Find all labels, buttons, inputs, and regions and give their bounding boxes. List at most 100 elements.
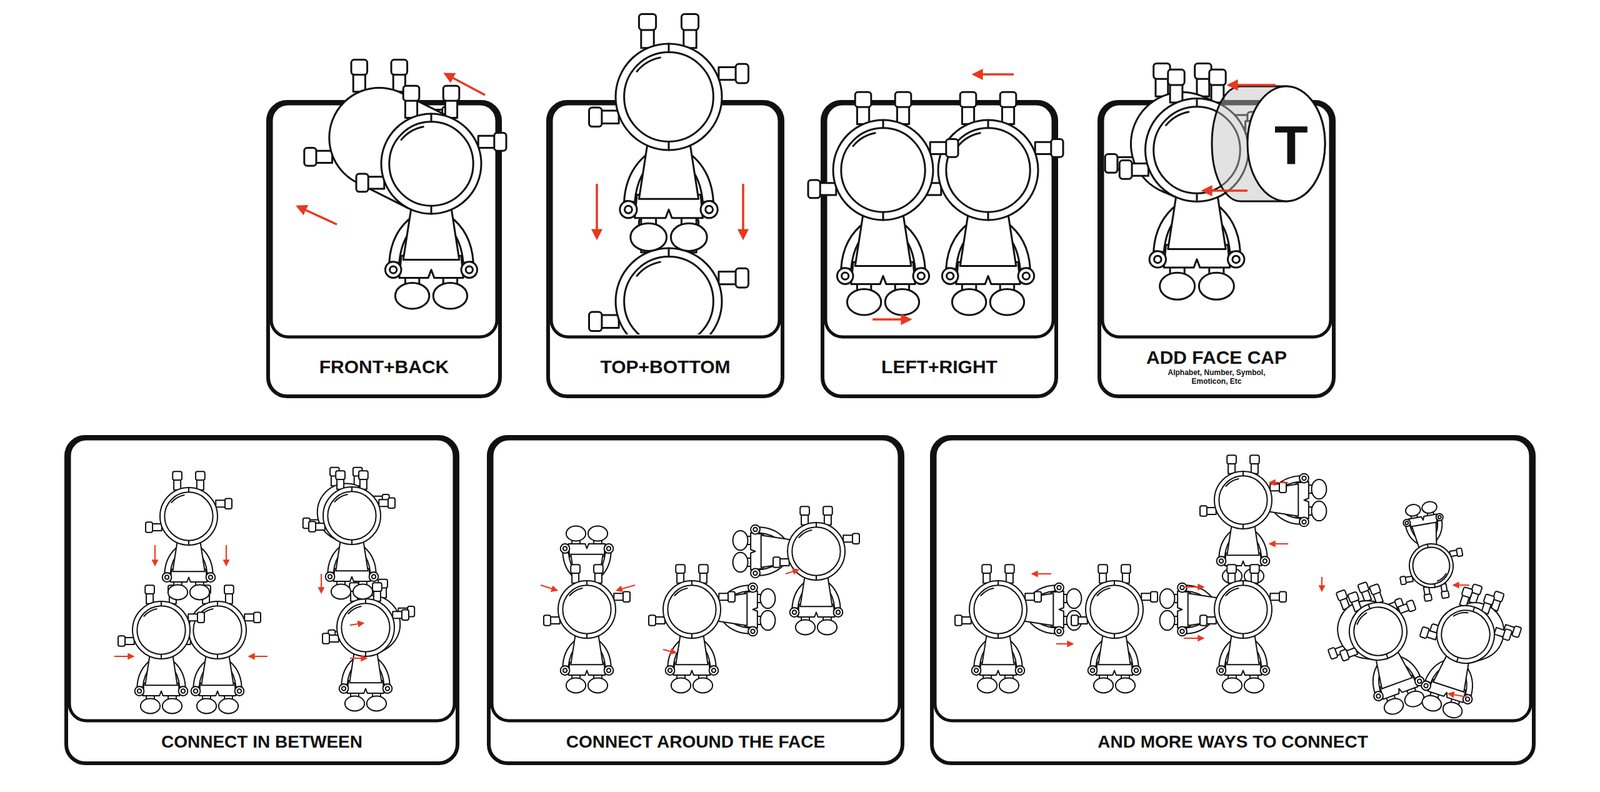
robot-part: [1214, 580, 1272, 639]
robot-figure: [1071, 564, 1158, 693]
robot-part: [381, 113, 482, 214]
robot-part: [1222, 677, 1242, 693]
robot-part: [304, 147, 317, 166]
panel-title: TOP+BOTTOM: [600, 356, 730, 377]
robot-part: [365, 651, 367, 657]
robot-part: [1250, 455, 1260, 464]
robot-part: [543, 615, 551, 626]
robot-part: [401, 609, 409, 620]
robot-part: [1419, 626, 1430, 639]
robot-part: [1420, 680, 1432, 692]
robot-part: [882, 120, 885, 129]
label-band: CONNECT IN BETWEEN: [66, 720, 458, 764]
robot-part: [1188, 593, 1219, 626]
robot-part: [753, 571, 757, 575]
panel-frames: [66, 101, 1534, 764]
robot-part: [624, 52, 714, 142]
robot-figure: [733, 525, 792, 579]
picture-area: [69, 438, 455, 721]
robot-part: [188, 613, 199, 621]
robot-part: [1260, 665, 1270, 675]
robot-part: [160, 487, 218, 545]
robot-part: [930, 141, 947, 154]
robot-part: [443, 85, 460, 101]
drawing-part: [1398, 573, 1530, 730]
robot-part: [351, 540, 353, 545]
robot-part: [681, 13, 699, 30]
panel-frame: [822, 101, 1057, 397]
robot-part: [1177, 626, 1187, 637]
robot-figure: [1310, 568, 1448, 728]
robot-part: [1200, 505, 1207, 517]
robot-part: [808, 180, 820, 199]
label-band: CONNECT AROUND THE FACE: [488, 720, 903, 764]
robot-part: [1311, 501, 1327, 521]
robot-part: [750, 525, 760, 535]
robot-part: [1372, 690, 1385, 702]
robot-part: [322, 633, 330, 644]
robot-figure: [808, 91, 959, 315]
robot-part: [389, 121, 474, 206]
robot-figure: [560, 526, 614, 585]
robot-figure: [589, 13, 749, 251]
red-arrow: [250, 655, 268, 657]
robot-part: [1160, 610, 1175, 630]
robot-part: [550, 616, 560, 624]
robot-part: [334, 494, 347, 502]
robot-part: [951, 288, 986, 315]
red-arrow: [663, 649, 675, 653]
robot-part: [733, 552, 749, 572]
robot-part: [1025, 593, 1035, 600]
drawing-part: [733, 525, 792, 579]
robot-part: [855, 213, 912, 266]
robot-part: [353, 583, 373, 599]
robot-part: [638, 13, 656, 30]
robot-part: [1228, 251, 1245, 268]
robot-part: [615, 43, 722, 150]
robot-part: [563, 668, 567, 672]
robot-part: [1453, 608, 1469, 620]
panel-frame: [66, 436, 458, 764]
robot-part: [1244, 677, 1264, 693]
robot-part: [465, 266, 473, 274]
robot-part: [566, 677, 586, 693]
panel-title: LEFT+RIGHT: [881, 356, 998, 377]
robot-part: [1232, 255, 1240, 264]
robot-part: [430, 113, 433, 122]
robot-part: [237, 688, 242, 693]
red-arrow: [975, 73, 1014, 76]
red-arrows: [114, 74, 1470, 697]
robot-part: [615, 248, 722, 335]
robot-part: [705, 205, 714, 214]
robot-part: [668, 43, 670, 53]
robot-part: [1154, 255, 1162, 264]
robot-part: [1015, 665, 1025, 675]
robot-part: [1436, 573, 1447, 582]
robot-part: [836, 268, 854, 285]
robot-part: [323, 486, 381, 545]
picture-area: [825, 103, 1054, 337]
robot-part: [718, 66, 737, 80]
robot-part: [385, 686, 390, 690]
robot-part: [683, 28, 697, 49]
robot-part: [648, 615, 656, 626]
robot-part: [750, 568, 760, 579]
robot-part: [668, 668, 672, 672]
robot-part: [1054, 583, 1064, 593]
robot-part: [225, 498, 232, 509]
robot-part: [390, 266, 397, 274]
robot-figure: [1200, 564, 1287, 693]
robot-part: [589, 107, 602, 127]
red-arrow: [320, 573, 322, 592]
drawing-part: [1200, 564, 1287, 693]
robot-part: [1177, 583, 1187, 593]
robot-part: [600, 110, 619, 124]
robot-part: [760, 610, 775, 630]
red-arrow: [872, 318, 909, 321]
red-arrow: [1056, 643, 1072, 645]
robot-part: [987, 211, 990, 220]
robot-part: [145, 655, 178, 685]
robot-part: [366, 695, 387, 711]
drawing-part: [955, 564, 1042, 693]
robot-part: [160, 654, 162, 659]
